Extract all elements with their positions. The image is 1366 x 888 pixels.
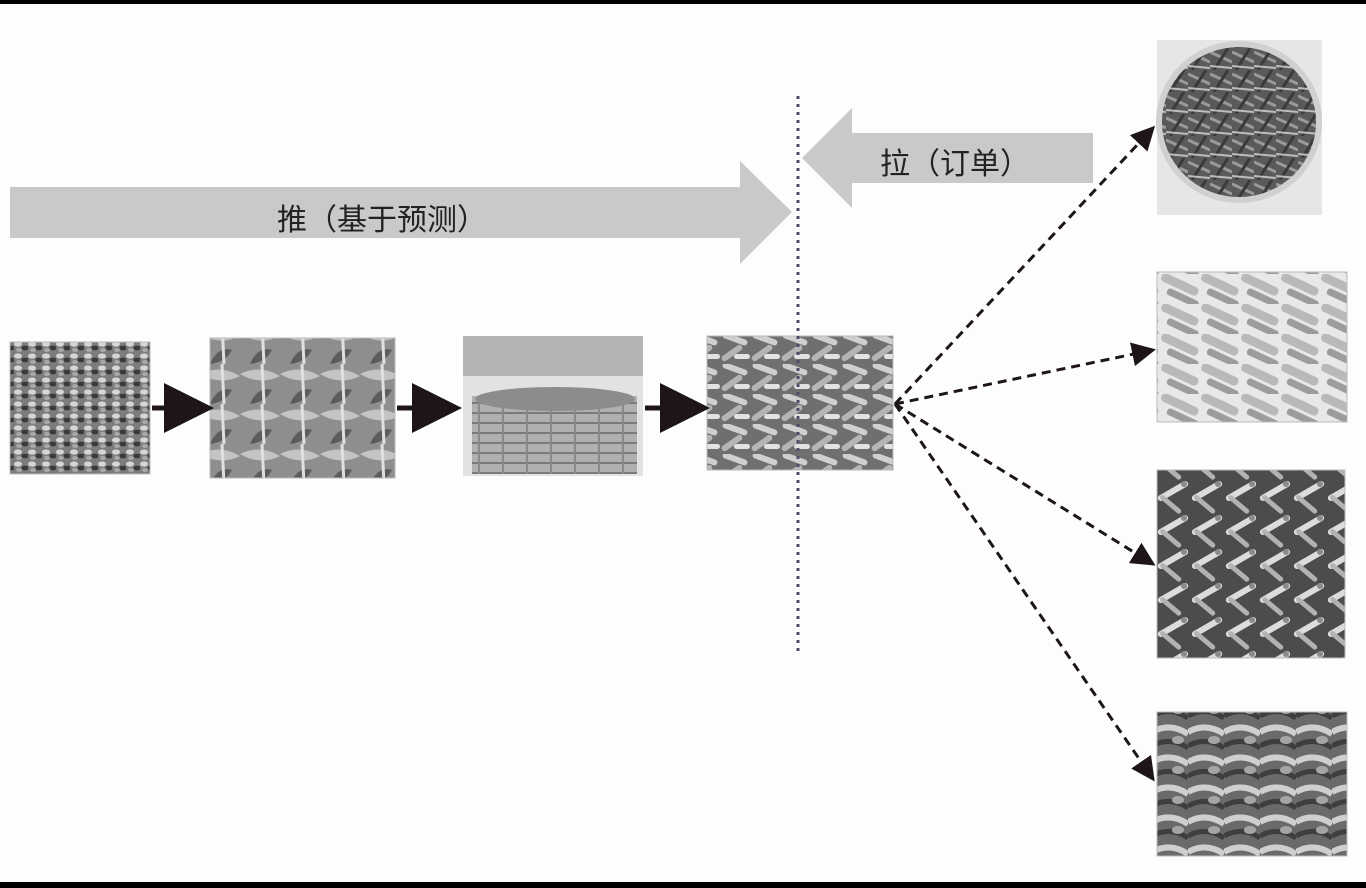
push-pull-diagram: 推（基于预测） 拉（订单） [9,40,1348,857]
stage-beans-photo [9,341,151,475]
dish-mixed-photo [1156,711,1348,857]
stage-cut-beans-photo [706,335,894,471]
dish-plate-photo [1156,271,1348,423]
order-arrow-bowl [893,125,1156,406]
order-arrow-stirfry [894,402,1156,566]
stage-market-crate-photo [463,336,643,476]
pull-label: 拉（订单） [880,147,1030,182]
order-arrow-plate [894,342,1156,406]
stage-bean-plant-photo [209,337,396,479]
diagram-panel: 推（基于预测） 拉（订单） [0,4,1366,882]
pull-band-arrow [802,108,1093,208]
push-band-arrow [10,161,792,264]
push-label: 推（基于预测） [277,203,487,238]
order-arrow-mixed [893,403,1155,782]
dish-bowl-photo [1156,40,1322,215]
dish-stirfry-photo [1156,469,1346,659]
